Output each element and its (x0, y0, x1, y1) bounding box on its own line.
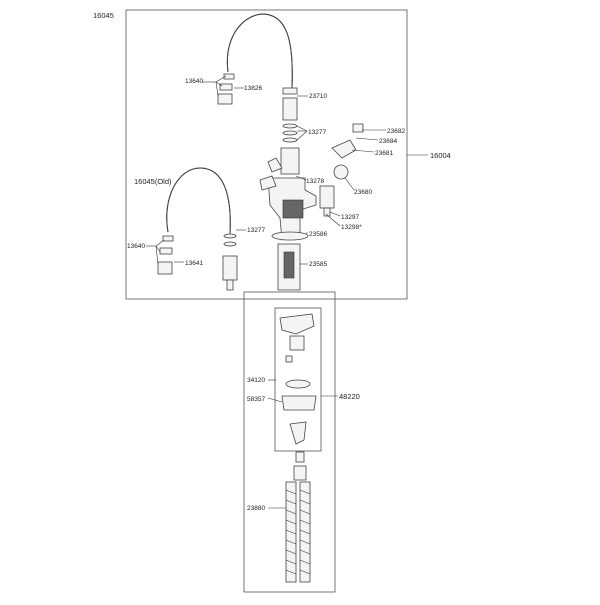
old-aerator-ring (162, 235, 174, 242)
main-spout (226, 13, 293, 89)
part-label-34120: 34120 (247, 377, 265, 384)
old-o-ring-2 (223, 241, 237, 247)
clip-part (289, 421, 307, 445)
connector-nut (293, 465, 307, 481)
small-screw (285, 355, 293, 363)
handle-cap (352, 123, 364, 133)
body-handle-left (259, 175, 277, 191)
aerator-ring (223, 73, 235, 80)
title-code: 16045 (93, 11, 114, 20)
part-label-16004: 16004 (430, 151, 451, 160)
body-outlet (282, 199, 304, 219)
spout-sleeve (282, 97, 298, 121)
old-spout (166, 167, 231, 235)
gasket-ring (285, 379, 311, 389)
old-spout-tip (226, 279, 234, 291)
part-label-13297: 13297 (341, 214, 359, 221)
old-aerator-body (157, 261, 173, 275)
part-label-23586: 23586 (309, 231, 327, 238)
cartridge-base (281, 395, 317, 411)
hose-left-braid (285, 489, 297, 575)
valve-cartridge (319, 185, 335, 209)
cartridge-handle (279, 313, 315, 335)
spout-ring (282, 87, 298, 95)
part-label-13278: 13278 (306, 178, 324, 185)
old-spout-stem (222, 255, 238, 281)
part-label-23681: 23681 (375, 150, 393, 157)
part-label-23585: 23585 (309, 261, 327, 268)
part-label-23682: 23682 (387, 128, 405, 135)
cartridge-head (289, 335, 305, 351)
aerator-seal (219, 83, 233, 91)
leader-lines (146, 75, 428, 509)
part-label-13277-old: 13277 (247, 227, 265, 234)
part-label-13640-old: 13640 (127, 243, 145, 250)
base-bolts (283, 251, 295, 279)
part-label-23880: 23880 (247, 505, 265, 512)
part-label-13641: 13641 (185, 260, 203, 267)
side-handle (331, 139, 357, 159)
part-label-13640-upper: 13640 (185, 78, 203, 85)
base-plate (271, 231, 309, 241)
connector-top (295, 451, 305, 463)
hose-right-braid (299, 489, 311, 575)
part-label-23680: 23680 (354, 189, 372, 196)
lower-assembly-box (243, 291, 336, 593)
aerator-body (217, 93, 233, 105)
part-label-13298: 13298* (341, 224, 362, 231)
body-top-lever (267, 157, 283, 173)
spout-adapter (280, 147, 300, 175)
part-label-48220: 48220 (339, 392, 360, 401)
part-label-13277-upper: 13277 (308, 129, 326, 136)
o-ring-2 (282, 130, 298, 136)
old-o-ring-1 (223, 233, 237, 239)
old-aerator-seal (159, 247, 173, 255)
part-label-58357: 58357 (247, 396, 265, 403)
o-ring-1 (282, 123, 298, 129)
handle-disc (333, 164, 349, 180)
upper-assembly-box (125, 9, 408, 300)
part-label-23710: 23710 (309, 93, 327, 100)
cartridge-box (274, 307, 322, 452)
part-label-13826: 13826 (244, 85, 262, 92)
part-label-16045-old: 16045(Old) (134, 177, 172, 186)
o-ring-3 (282, 137, 298, 143)
part-label-23684: 23684 (379, 138, 397, 145)
